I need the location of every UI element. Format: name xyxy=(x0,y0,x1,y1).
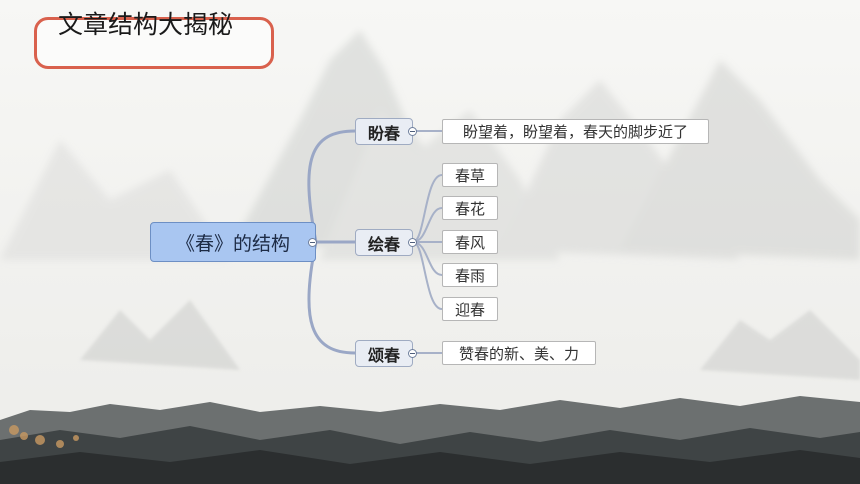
connector-root-branch1 xyxy=(307,129,357,244)
leaf-node-panchun-text[interactable]: 盼望着，盼望着，春天的脚步近了 xyxy=(442,119,709,144)
mindmap-root-node[interactable]: 《春》的结构 xyxy=(150,222,316,262)
leaf-node-chunhua[interactable]: 春花 xyxy=(442,196,498,220)
branch-node-huichun[interactable]: 绘春 xyxy=(355,229,413,256)
leaf-node-chunfeng[interactable]: 春风 xyxy=(442,230,498,254)
branch2-collapse-icon[interactable] xyxy=(408,238,417,247)
connector-branch2-leaf5 xyxy=(412,241,443,310)
root-collapse-icon[interactable] xyxy=(308,238,317,247)
page-title: 文章结构大揭秘 xyxy=(58,10,234,39)
branch-node-songchun[interactable]: 颂春 xyxy=(355,340,413,367)
branch1-collapse-icon[interactable] xyxy=(408,127,417,136)
branch3-collapse-icon[interactable] xyxy=(408,349,417,358)
title-frame xyxy=(34,17,274,69)
leaf-node-chuncao[interactable]: 春草 xyxy=(442,163,498,187)
leaf-node-yingchun[interactable]: 迎春 xyxy=(442,297,498,321)
connector-root-branch3 xyxy=(307,240,357,355)
branch-node-panchun[interactable]: 盼春 xyxy=(355,118,413,145)
leaf-node-chunyu[interactable]: 春雨 xyxy=(442,263,498,287)
leaf-node-songchun-text[interactable]: 赞春的新、美、力 xyxy=(442,341,596,365)
